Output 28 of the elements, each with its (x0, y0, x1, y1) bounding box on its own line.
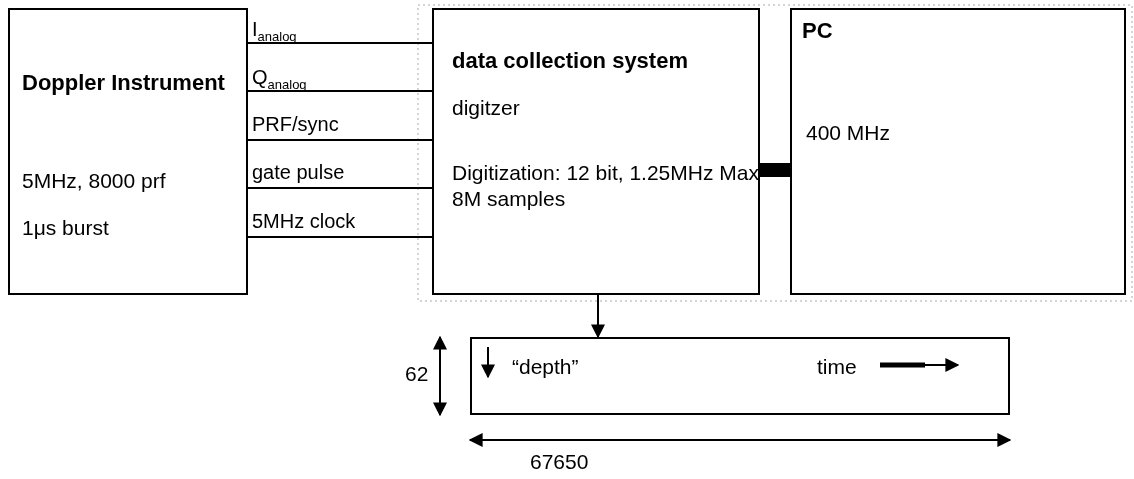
block-text: 400 MHz (806, 120, 892, 146)
block-box (8, 8, 248, 295)
block-text: “depth” (512, 354, 580, 380)
block-text: time (817, 354, 858, 380)
block-title: Doppler Instrument (22, 70, 226, 96)
signal-line (247, 42, 433, 44)
block-text: digitzer (452, 95, 521, 121)
signal-line (247, 90, 433, 92)
block-text: Digitization: 12 bit, 1.25MHz Max 8M samples (452, 160, 760, 212)
dimension-label: 62 (405, 362, 429, 386)
thick-connector (760, 163, 790, 177)
dimension-label: 67650 (530, 450, 589, 474)
block-text: 1μs burst (22, 215, 110, 241)
signal-label: PRF/sync (252, 112, 339, 136)
signal-label: Q$_{analog}$ (252, 65, 307, 94)
signal-line (247, 187, 433, 189)
signal-label: gate pulse (252, 160, 345, 184)
signal-line (247, 236, 433, 238)
signal-label: 5MHz clock (252, 209, 356, 233)
block-title: data collection system (452, 48, 689, 74)
block-box (432, 8, 760, 295)
signal-line (247, 139, 433, 141)
data-matrix-box (470, 337, 1010, 415)
block-title: PC (802, 18, 834, 44)
block-text: 5MHz, 8000 prf (22, 168, 167, 194)
block-box (790, 8, 1126, 295)
arrow (591, 294, 605, 339)
signal-label: I$_{analog}$ (252, 17, 297, 46)
